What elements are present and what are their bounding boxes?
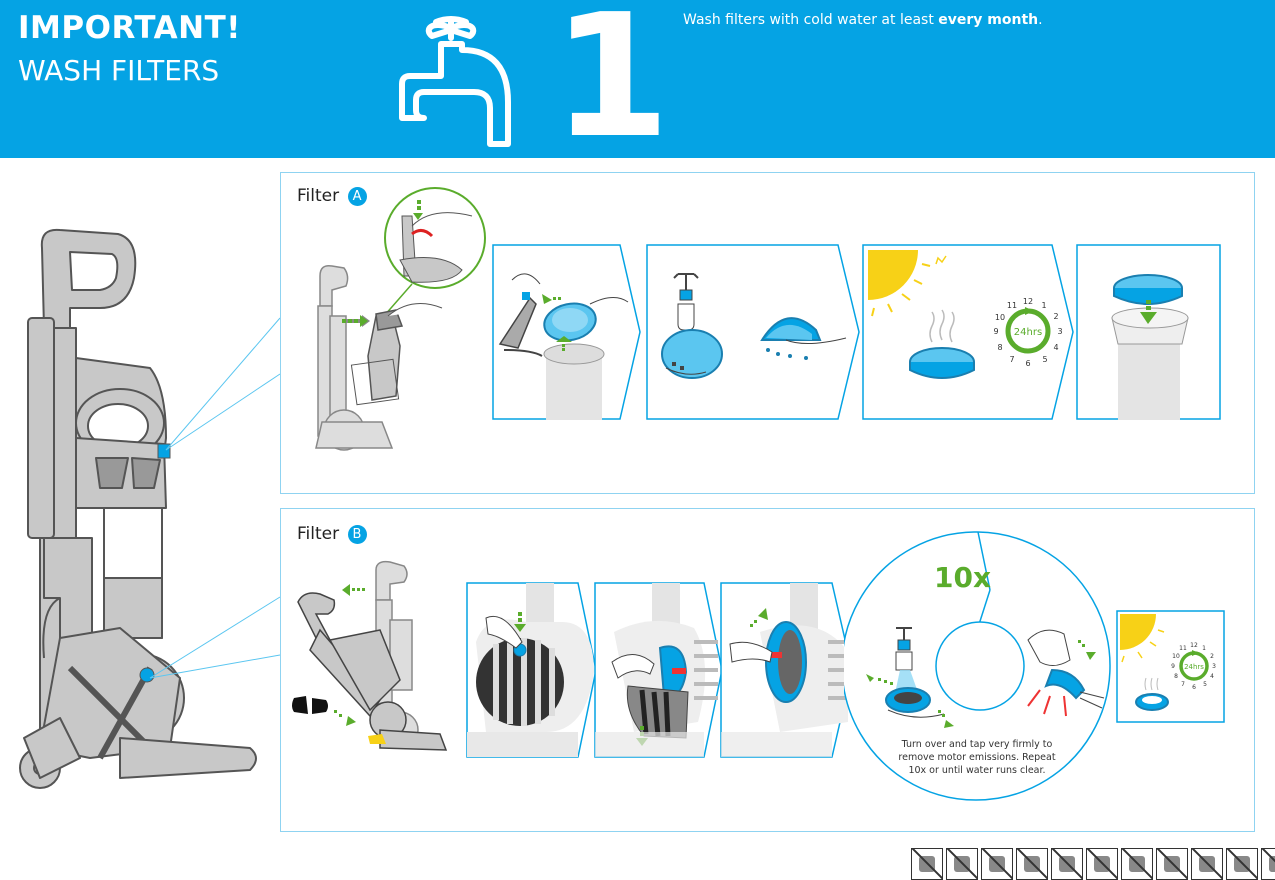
filter-b-clock: 24hrs 12 1 2 3 4 5 6 7 8 9 10 11 <box>1171 642 1216 691</box>
svg-text:2: 2 <box>1210 653 1214 660</box>
svg-text:10: 10 <box>995 313 1005 322</box>
svg-text:24hrs: 24hrs <box>1184 663 1204 671</box>
svg-text:2: 2 <box>1053 312 1058 321</box>
svg-text:11: 11 <box>1007 301 1017 310</box>
no-hairdryer-icon <box>1191 848 1223 880</box>
svg-text:9: 9 <box>1171 663 1175 670</box>
filter-a-badge: A <box>347 187 367 206</box>
filter-a-label: Filter A <box>297 186 367 206</box>
svg-text:8: 8 <box>997 343 1002 352</box>
page-subtitle: WASH FILTERS <box>18 54 220 87</box>
svg-text:6: 6 <box>1025 359 1030 368</box>
filter-b-remove-illustration <box>292 560 448 751</box>
svg-text:3: 3 <box>1212 663 1216 670</box>
no-tumble-dryer-icon <box>981 848 1013 880</box>
svg-text:5: 5 <box>1042 355 1047 364</box>
svg-text:1: 1 <box>1202 645 1206 652</box>
tap-instruction-caption: Turn over and tap very firmly to remove … <box>898 739 1056 776</box>
svg-text:24hrs: 24hrs <box>1014 327 1042 338</box>
svg-text:10: 10 <box>1172 653 1180 660</box>
filter-b-step-5: 24hrs 12 1 2 3 4 5 6 7 8 9 10 11 <box>1116 610 1225 723</box>
no-microwave-icon <box>1051 848 1083 880</box>
filter-a-step-1 <box>492 244 641 420</box>
filter-a-step-3: 24hrs 12 1 2 3 4 5 6 7 8 9 10 11 <box>862 244 1074 420</box>
svg-text:5: 5 <box>1203 681 1207 688</box>
filter-a-step-2 <box>646 244 860 420</box>
filter-b-step-2 <box>594 582 723 758</box>
filter-b-label: Filter B <box>297 524 367 544</box>
svg-text:4: 4 <box>1053 343 1058 352</box>
no-dishwasher-icon <box>911 848 943 880</box>
filter-a-remove-illustration <box>315 187 486 451</box>
svg-text:7: 7 <box>1009 355 1014 364</box>
no-drying-cabinet-icon <box>1121 848 1153 880</box>
header-banner: IMPORTANT! WASH FILTERS 1 Wash filters w… <box>0 0 1275 162</box>
svg-text:9: 9 <box>993 327 998 336</box>
svg-text:11: 11 <box>1179 645 1187 652</box>
callout-lines <box>149 317 281 679</box>
step-number: 1 <box>552 0 671 176</box>
svg-text:7: 7 <box>1181 681 1185 688</box>
filter-a-step-4 <box>1076 244 1221 420</box>
svg-text:12: 12 <box>1190 642 1198 649</box>
wash-instruction: Wash filters with cold water at least ev… <box>683 12 1043 28</box>
tap-icon <box>399 16 511 147</box>
no-open-flame-icon <box>1226 848 1258 880</box>
filter-b-step-1 <box>466 582 597 758</box>
svg-text:12: 12 <box>1023 297 1033 306</box>
warning-icon-row <box>911 848 1275 880</box>
filter-b-badge: B <box>347 525 367 544</box>
filter-b-step-4-wash-cycle <box>844 531 1111 801</box>
no-radiator-icon <box>1156 848 1188 880</box>
no-washer-icon <box>1086 848 1118 880</box>
svg-text:3: 3 <box>1057 327 1062 336</box>
vacuum-illustration <box>19 228 257 789</box>
filter-a-clock: 24hrs 12 1 2 3 4 5 6 7 8 9 10 11 <box>993 297 1062 368</box>
svg-text:1: 1 <box>1041 301 1046 310</box>
filter-b-step-3 <box>720 582 853 758</box>
no-washing-machine-icon <box>946 848 978 880</box>
svg-text:4: 4 <box>1210 673 1214 680</box>
no-oven-icon <box>1016 848 1048 880</box>
page-title: IMPORTANT! <box>18 10 241 46</box>
svg-text:6: 6 <box>1192 684 1196 691</box>
svg-text:8: 8 <box>1174 673 1178 680</box>
no-detergent-icon <box>1261 848 1275 880</box>
repeat-count-label: 10x <box>934 561 992 594</box>
